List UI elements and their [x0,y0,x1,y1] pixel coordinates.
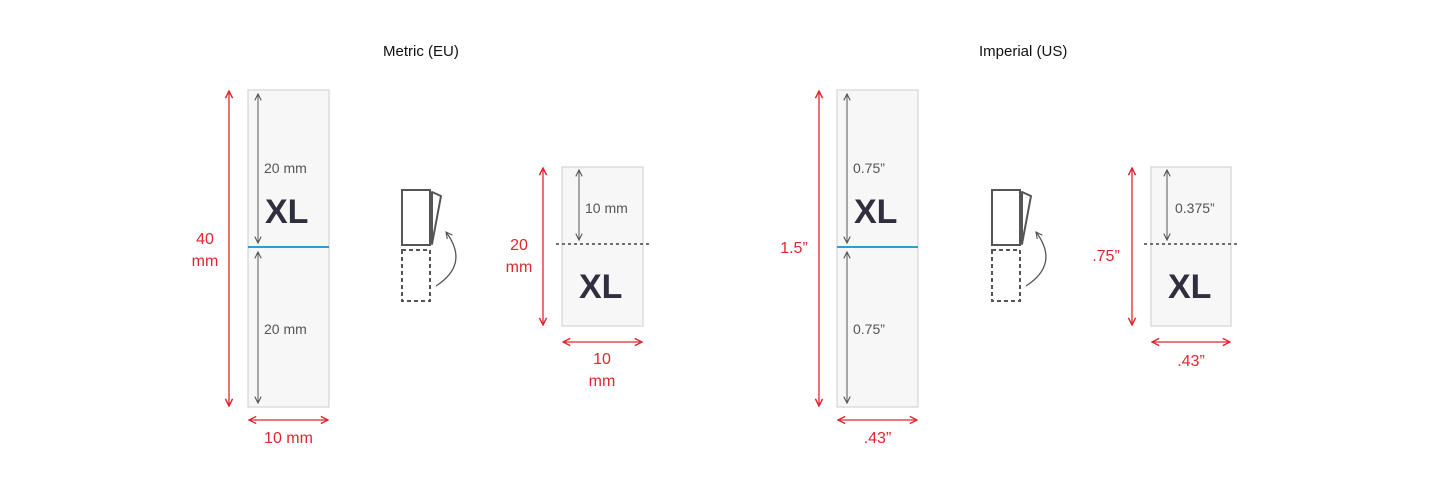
label-body [247,89,330,408]
imperial-bottom-half-label: 0.75” [853,321,885,337]
width-unit: mm [588,373,616,390]
height-value: 40 [196,231,214,248]
imperial-folded-label [1144,166,1240,327]
metric-top-half-label: 20 mm [264,160,307,176]
imperial-folded-width-label: .43” [1177,353,1205,370]
height-unit: mm [191,253,219,270]
imperial-folded-height-label: .75” [1092,248,1120,265]
imperial-folded-size-text: XL [1168,268,1212,306]
imperial-fold-icon [991,189,1047,302]
label-body [836,89,919,408]
width-value: 10 [593,351,611,368]
metric-unfolded-width-label: 10 mm [264,430,313,447]
metric-fold-icon [401,189,457,302]
imperial-unfolded-size-text: XL [854,193,898,231]
metric-folded-size-text: XL [579,268,623,306]
metric-unfolded-label [247,89,330,408]
imperial-top-half-label: 0.75” [853,160,885,176]
imperial-unfolded-label [836,89,919,408]
imperial-heading: Imperial (US) [979,43,1068,60]
metric-bottom-half-label: 20 mm [264,321,307,337]
metric-folded-inner-label: 10 mm [585,200,628,216]
metric-unfolded-size-text: XL [265,193,309,231]
metric-folded-height-label: 20 mm [499,235,539,279]
imperial-unfolded-width-label: .43” [863,430,892,447]
height-value: 20 [510,237,528,254]
metric-folded-label [556,166,652,327]
imperial-unfolded-height-label: 1.5” [780,240,808,257]
metric-folded-width-label: 10 mm [582,349,622,393]
height-unit: mm [505,259,533,276]
metric-heading: Metric (EU) [383,43,459,60]
metric-unfolded-height-label: 40 mm [185,229,225,273]
imperial-folded-inner-label: 0.375” [1175,200,1215,216]
